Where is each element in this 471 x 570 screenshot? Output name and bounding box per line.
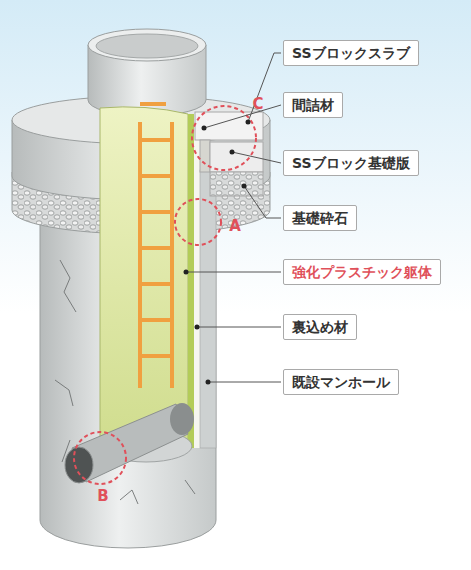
label-box: SSブロックスラブ (283, 40, 419, 67)
cover-ring-top (88, 29, 206, 61)
callout-letter: C (252, 97, 263, 112)
leader-dots (184, 120, 251, 385)
part-name: 既設マンホール (292, 374, 390, 391)
label-box: 基礎砕石 (283, 205, 357, 232)
label-box: 間詰材 (283, 92, 343, 119)
cover-opening (96, 34, 198, 58)
callout-letter: A (229, 219, 241, 234)
label-box: 強化プラスチック躯体 (283, 259, 441, 286)
frp-section (188, 114, 194, 448)
part-name: 基礎砕石 (292, 210, 348, 227)
gravel-section (210, 172, 263, 196)
callout-circles (74, 106, 256, 484)
part-name: SSブロックスラブ (292, 45, 410, 62)
part-name: SSブロック基礎版 (292, 155, 410, 172)
existing-wall-section (200, 170, 216, 448)
backfill-section (194, 114, 200, 448)
part-name: 裏込め材 (292, 319, 348, 336)
label-box: SSブロック基礎版 (283, 150, 419, 177)
filler-section (200, 140, 210, 172)
ladder (140, 104, 172, 388)
part-name: 間詰材 (292, 97, 334, 114)
leader-lines (186, 53, 281, 382)
label-box: 裏込め材 (283, 314, 357, 341)
callout-letter: B (97, 489, 108, 504)
ss-block-slab-section (195, 112, 263, 140)
label-box: 既設マンホール (283, 369, 399, 396)
part-name: 強化プラスチック躯体 (292, 264, 432, 281)
pipe-end (170, 403, 194, 435)
pipe-opening (65, 447, 93, 483)
